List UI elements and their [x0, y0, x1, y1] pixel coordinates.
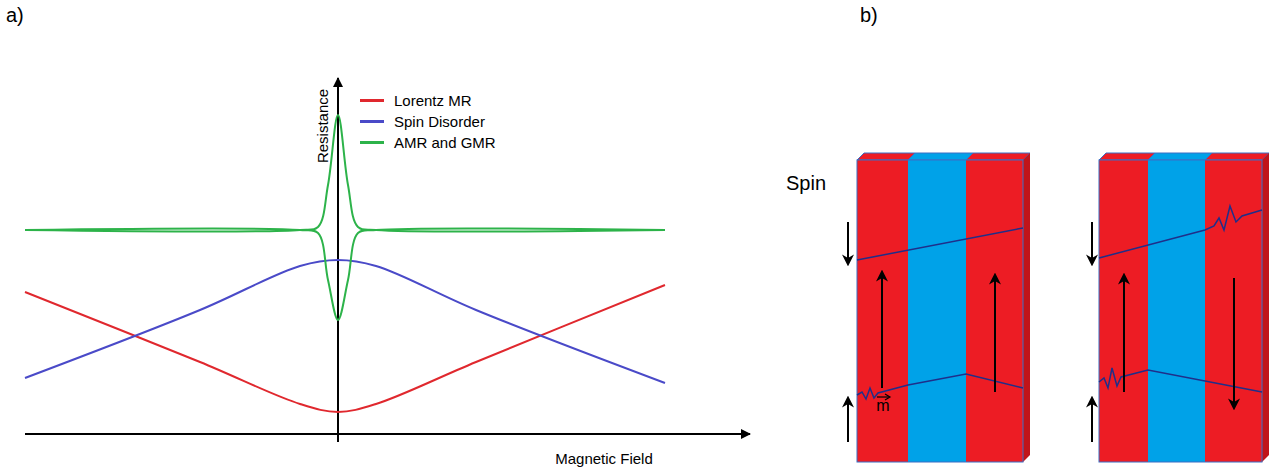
legend-swatch [360, 99, 384, 102]
layer-stack [857, 153, 1030, 462]
layer-side [1262, 153, 1269, 462]
layer-top [1205, 153, 1269, 160]
legend-swatch [360, 120, 384, 123]
ferromagnet-layer [857, 160, 908, 462]
layer-top [1148, 153, 1212, 160]
ferromagnet-layer [1205, 160, 1262, 462]
layer-top [908, 153, 973, 160]
layer-stack [1099, 153, 1269, 462]
legend-entry: Lorentz MR [360, 92, 472, 109]
spin-down-arrow [1091, 222, 1093, 264]
lorentz-curve [25, 285, 665, 412]
legend-entry: AMR and GMR [360, 134, 496, 151]
stack-outline [1099, 160, 1262, 462]
legend-label: AMR and GMR [394, 134, 496, 151]
axis-title: Magnetic Field [555, 450, 653, 467]
spin-down-arrow [847, 222, 849, 264]
layer-top [857, 153, 915, 160]
electron-path [857, 228, 1023, 260]
axis-title: Resistance [314, 89, 331, 163]
magnetization-arrow [994, 275, 996, 392]
legend-entry: Spin Disorder [360, 113, 485, 130]
ferromagnet-layer [966, 160, 1023, 462]
layer-top [1099, 153, 1155, 160]
legend-swatch [360, 141, 384, 144]
gmr-dip-curve [25, 229, 665, 320]
spin-up-arrow [1091, 398, 1093, 442]
layer-side [1023, 153, 1030, 462]
stack-outline [857, 160, 1023, 462]
magnetization-symbol: m [876, 398, 889, 414]
spin-disorder-curve [25, 260, 665, 383]
magnetization-arrow [1123, 275, 1125, 392]
layer-top [966, 153, 1030, 160]
electron-path [1099, 206, 1262, 258]
legend-label: Spin Disorder [394, 113, 485, 130]
panel-label: a) [6, 4, 24, 27]
legend-label: Lorentz MR [394, 92, 472, 109]
ferromagnet-layer [1099, 160, 1148, 462]
spacer-layer [1148, 160, 1205, 462]
spin-label: Spin [786, 172, 826, 195]
panel-label: b) [860, 4, 878, 27]
magnetization-arrow [881, 272, 883, 388]
spacer-layer [908, 160, 966, 462]
x-axis [25, 433, 750, 435]
magnetization-arrow [1233, 278, 1235, 408]
gmr-peak-curve [25, 115, 665, 231]
spin-up-arrow [847, 398, 849, 442]
